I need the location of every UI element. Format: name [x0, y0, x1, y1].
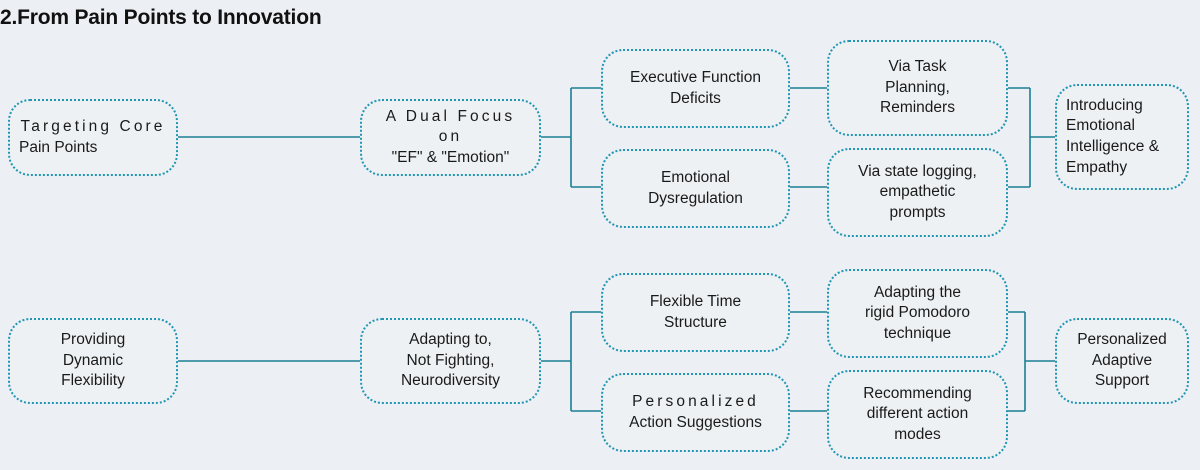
- page-title: 2.From Pain Points to Innovation: [0, 6, 322, 29]
- node-line: Not Fighting,: [406, 351, 495, 369]
- node-line: Empathy: [1066, 158, 1128, 176]
- node-line: Dynamic: [62, 351, 124, 369]
- node-line: Pain Points: [19, 138, 98, 156]
- node-line: Reminders: [880, 99, 955, 117]
- node-solution-state-logging-empathetic-prompts[interactable]: Via state logging, empathetic prompts: [827, 148, 1008, 237]
- node-line: Adapting to,: [409, 331, 492, 349]
- node-line: Adapting the: [873, 283, 962, 301]
- node-line: Planning,: [885, 78, 950, 96]
- node-line: Support: [1094, 372, 1150, 390]
- node-line: Dysregulation: [648, 189, 743, 207]
- node-line: Structure: [664, 313, 727, 331]
- node-line: Personalized: [632, 392, 759, 410]
- node-line: Personalized: [1077, 331, 1167, 349]
- node-solution-recommending-action-modes[interactable]: Recommending different action modes: [827, 370, 1008, 459]
- node-line: Deficits: [670, 89, 721, 107]
- node-line: "EF" & "Emotion": [391, 148, 510, 166]
- connector-solutions1-outcome: [1008, 87, 1055, 188]
- node-root-targeting-core-pain-points[interactable]: Targeting Core Pain Points: [8, 99, 178, 176]
- node-outcome-personalized-adaptive-support[interactable]: Personalized Adaptive Support: [1055, 318, 1189, 404]
- node-line: Recommending: [863, 384, 972, 402]
- node-line: rigid Pomodoro: [864, 304, 971, 322]
- node-root-providing-dynamic-flexibility[interactable]: Providing Dynamic Flexibility: [8, 318, 178, 404]
- node-focus-adapting-neurodiversity[interactable]: Adapting to, Not Fighting, Neurodiversit…: [360, 318, 541, 404]
- node-focus-dual-focus[interactable]: A Dual Focus on "EF" & "Emotion": [360, 99, 541, 176]
- node-line: Introducing: [1066, 96, 1143, 114]
- connector-focus1-problems: [541, 87, 601, 188]
- node-line: technique: [883, 324, 952, 342]
- node-solution-task-planning-reminders[interactable]: Via Task Planning, Reminders: [827, 40, 1008, 136]
- node-line: Action Suggestions: [629, 413, 762, 431]
- node-line: Adaptive: [1091, 351, 1153, 369]
- node-line: Targeting Core: [20, 117, 166, 135]
- connector-focus2-problems: [541, 311, 601, 412]
- node-line: A Dual Focus on: [385, 107, 516, 146]
- connector-solutions2-outcome: [1008, 311, 1055, 412]
- node-line: Neurodiversity: [400, 372, 501, 390]
- node-line: empathetic: [879, 183, 956, 201]
- node-line: Via Task: [888, 58, 947, 76]
- node-line: modes: [894, 425, 941, 443]
- node-problem-flexible-time-structure[interactable]: Flexible Time Structure: [601, 273, 790, 352]
- node-line: Flexible Time: [649, 292, 742, 310]
- node-line: Providing: [60, 331, 126, 349]
- node-problem-emotional-dysregulation[interactable]: Emotional Dysregulation: [601, 149, 790, 228]
- node-line: Emotional: [1066, 117, 1135, 135]
- node-line: different action: [866, 405, 969, 423]
- node-solution-adapting-pomodoro[interactable]: Adapting the rigid Pomodoro technique: [827, 269, 1008, 358]
- node-line: Intelligence &: [1066, 138, 1160, 155]
- node-line: Emotional: [661, 168, 730, 186]
- node-outcome-emotional-intelligence-empathy[interactable]: Introducing Emotional Intelligence & Emp…: [1055, 84, 1189, 190]
- node-problem-personalized-action-suggestions[interactable]: Personalized Action Suggestions: [601, 373, 790, 452]
- node-line: Executive Function: [630, 68, 761, 86]
- node-line: prompts: [889, 203, 946, 221]
- node-line: Flexibility: [61, 372, 125, 390]
- node-problem-executive-function-deficits[interactable]: Executive Function Deficits: [601, 49, 790, 128]
- node-line: Via state logging,: [858, 162, 977, 180]
